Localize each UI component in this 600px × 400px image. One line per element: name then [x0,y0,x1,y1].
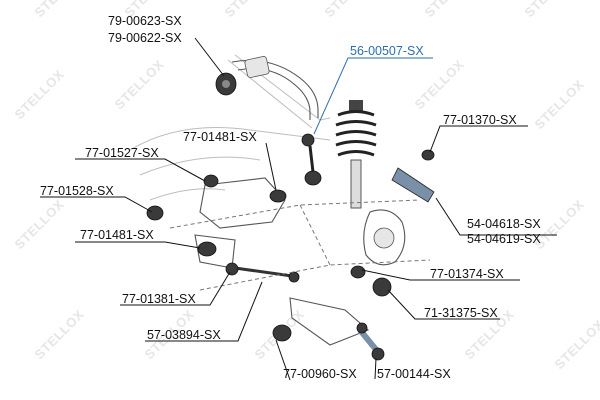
label-71-31375-sx[interactable]: 71-31375-SX [424,306,498,320]
subframe [146,174,287,269]
leader-lines [40,37,557,381]
label-77-01381-sx[interactable]: 77-01381-SX [122,292,196,306]
watermark-text: STELLOX [32,307,87,362]
guide-lines [169,199,431,291]
label-54-04618-sx[interactable]: 54-04618-SX [467,217,541,231]
watermark-text: STELLOX [112,57,167,112]
watermark-text: STELLOX [412,57,467,112]
lateral-link [225,262,300,283]
label-57-00144-sx[interactable]: 57-00144-SX [377,367,451,381]
lower-control-arm [289,265,370,346]
label-77-01481-sx-lower[interactable]: 77-01481-SX [80,228,154,242]
lower-arm-bushing [272,324,292,342]
label-77-01528-sx[interactable]: 77-01528-SX [40,184,114,198]
watermark-text: STELLOX [532,77,587,132]
upper-control-arm [391,149,435,203]
toe-link [356,322,385,361]
watermark-text: STELLOX [12,197,67,252]
trailing-arm-bushing [372,277,392,297]
wheel-hub [363,209,406,266]
watermark-text: STELLOX [32,0,87,20]
watermark-text: STELLOX [552,317,600,372]
watermark-text: STELLOX [522,0,577,20]
label-57-03894-sx[interactable]: 57-03894-SX [147,328,221,342]
watermark-text: STELLOX [222,0,277,20]
stabilizer-bushing [215,72,237,96]
label-56-00507-sx[interactable]: 56-00507-SX [350,44,424,58]
label-77-01481-sx-upper[interactable]: 77-01481-SX [183,130,257,144]
label-77-01370-sx[interactable]: 77-01370-SX [443,113,517,127]
stabilizer-bar [231,56,319,120]
watermark-text: STELLOX [422,0,477,20]
stabilizer-link [301,133,322,186]
label-79-00622-sx[interactable]: 79-00622-SX [108,31,182,45]
label-77-01527-sx[interactable]: 77-01527-SX [85,146,159,160]
label-79-00623-sx[interactable]: 79-00623-SX [108,14,182,28]
part-labels: 79-00623-SX 79-00622-SX 56-00507-SX 77-0… [40,14,541,381]
label-77-00960-sx[interactable]: 77-00960-SX [283,367,357,381]
watermark-text: STELLOX [12,67,67,122]
watermark-text: STELLOX [322,0,377,20]
shock-absorber [335,100,377,209]
label-77-01374-sx[interactable]: 77-01374-SX [430,267,504,281]
label-54-04619-sx[interactable]: 54-04619-SX [467,232,541,246]
